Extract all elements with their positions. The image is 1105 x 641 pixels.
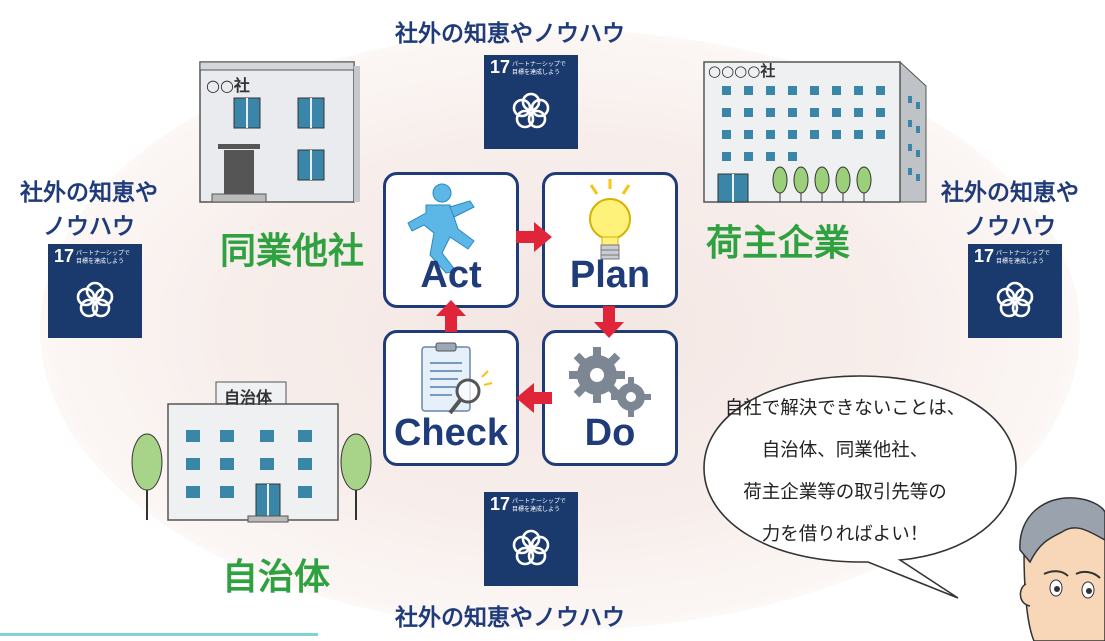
- speech-line-1: 自社で解決できないことは、: [724, 398, 966, 419]
- speech-line-2: 自治体、同業他社、: [761, 440, 929, 461]
- sdg-number: 17: [490, 57, 511, 77]
- pdca-do-label: Do: [584, 412, 636, 454]
- pdca-plan-label: Plan: [569, 254, 651, 296]
- do-to-check-arrow-icon: [516, 383, 552, 413]
- sdg17-badge-top: 17 パートナーシップで目標を達成しよう: [484, 55, 578, 149]
- partnership-flower-icon: [76, 281, 114, 318]
- right-knowhow-line1: 社外の知恵や: [941, 180, 1079, 206]
- peer-company-building-icon: [199, 61, 360, 203]
- speech-line-4: 力を借りればよい！: [761, 524, 929, 545]
- shipper-company-building-icon: [703, 60, 927, 203]
- sdg17-badge-left: 17 パートナーシップで目標を達成しよう: [48, 244, 142, 338]
- plan-to-do-arrow-icon: [594, 306, 624, 338]
- right-knowhow-label: 社外の知恵や ノウハウ: [935, 176, 1085, 244]
- left-knowhow-line2: ノウハウ: [43, 214, 135, 240]
- sdg-caption: パートナーシップで目標を達成しよう: [512, 61, 566, 76]
- speech-bubble-text: 自社で解決できないことは、 自治体、同業他社、 荷主企業等の取引先等の 力を借り…: [700, 388, 990, 556]
- pdca-plan-box: Plan: [542, 172, 678, 308]
- shipper-company-label: 荷主企業: [706, 223, 851, 264]
- partnership-flower-icon: [512, 92, 550, 129]
- municipality-sign: 自治体: [224, 388, 273, 407]
- pdca-act-label: Act: [420, 254, 482, 296]
- right-knowhow-line2: ノウハウ: [964, 214, 1056, 240]
- peer-company-sign: ○○社: [206, 76, 250, 95]
- partnership-flower-icon: [996, 281, 1034, 318]
- running-person-icon: [407, 183, 475, 274]
- man-character-icon: [1019, 497, 1105, 641]
- sdg17-badge-bottom: 17 パートナーシップで目標を達成しよう: [484, 492, 578, 586]
- top-knowhow-label: 社外の知恵やノウハウ: [395, 21, 625, 47]
- pdca-check-label: Check: [393, 412, 509, 454]
- partnership-flower-icon: [512, 529, 550, 566]
- shipper-company-sign: ○○○○社: [708, 62, 776, 80]
- left-knowhow-line1: 社外の知恵や: [20, 180, 158, 206]
- pdca-act-box: Act: [383, 172, 519, 308]
- sdg17-badge-right: 17 パートナーシップで目標を達成しよう: [968, 244, 1062, 338]
- bottom-accent-line: [0, 633, 318, 636]
- pdca-check-box: Check: [383, 330, 519, 466]
- left-knowhow-label: 社外の知恵や ノウハウ: [14, 176, 164, 244]
- gears-icon: [569, 347, 651, 417]
- bottom-knowhow-label: 社外の知恵やノウハウ: [395, 605, 625, 631]
- act-to-plan-arrow-icon: [516, 222, 552, 252]
- speech-bubble-shape: [703, 375, 1017, 599]
- municipality-building-icon: [131, 381, 372, 523]
- check-to-act-arrow-icon: [436, 300, 466, 332]
- speech-line-3: 荷主企業等の取引先等の: [743, 482, 947, 503]
- clipboard-magnifier-icon: [421, 342, 493, 415]
- municipality-label: 自治体: [222, 557, 331, 598]
- lightbulb-icon: [589, 179, 631, 260]
- peer-company-label: 同業他社: [220, 231, 365, 272]
- pdca-do-box: Do: [542, 330, 678, 466]
